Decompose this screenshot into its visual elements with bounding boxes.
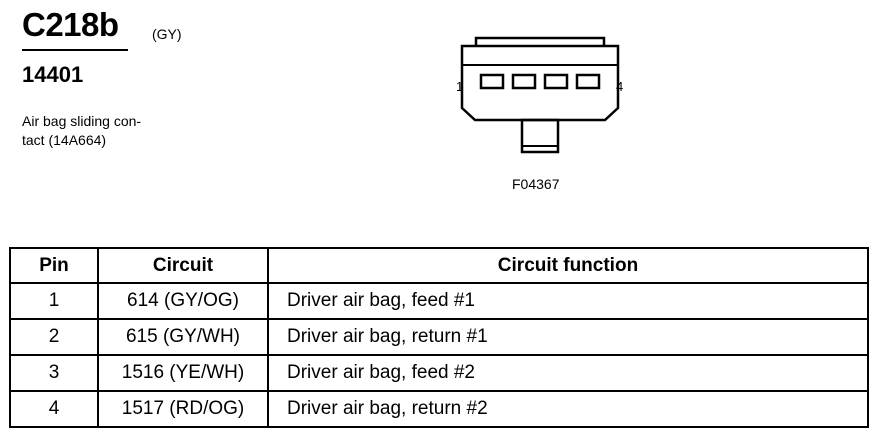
connector-latch [474,36,606,46]
table-header-row: Pin Circuit Circuit function [9,247,869,284]
cell-circuit-function: Driver air bag, return #1 [267,318,869,356]
header-circuit-function: Circuit function [267,247,869,284]
figure-id: F04367 [512,176,560,192]
title-underline [22,49,128,51]
cell-circuit: 1517 (RD/OG) [97,390,269,428]
connector-body [460,44,620,122]
cell-pin: 2 [9,318,99,356]
pin-cavity-1 [479,73,505,90]
table-row: 2 615 (GY/WH) Driver air bag, return #1 [9,318,869,356]
cell-circuit: 615 (GY/WH) [97,318,269,356]
cell-circuit-function: Driver air bag, return #2 [267,390,869,428]
cell-pin: 1 [9,282,99,320]
table-row: 1 614 (GY/OG) Driver air bag, feed #1 [9,282,869,320]
pin-label-left: 1 [456,79,463,94]
part-number: 14401 [22,62,84,87]
connector-key-tab [520,118,560,154]
pin-label-right: 4 [616,79,623,94]
pin-cavity-2 [511,73,537,90]
cell-circuit: 614 (GY/OG) [97,282,269,320]
pin-cavity-4 [575,73,601,90]
cell-pin: 4 [9,390,99,428]
connector-id: C218b [22,6,119,43]
pin-cavity-3 [543,73,569,90]
cell-pin: 3 [9,354,99,392]
table-row: 3 1516 (YE/WH) Driver air bag, feed #2 [9,354,869,392]
cell-circuit: 1516 (YE/WH) [97,354,269,392]
cell-circuit-function: Driver air bag, feed #2 [267,354,869,392]
header-pin: Pin [9,247,99,284]
connector-color: (GY) [152,26,182,42]
table-row: 4 1517 (RD/OG) Driver air bag, return #2 [9,390,869,428]
pin-table: Pin Circuit Circuit function 1 614 (GY/O… [9,247,869,428]
connector-face-diagram: 1 4 [456,36,623,154]
cell-circuit-function: Driver air bag, feed #1 [267,282,869,320]
header-circuit: Circuit [97,247,269,284]
component-description: Air bag sliding con- tact (14A664) [22,113,142,148]
